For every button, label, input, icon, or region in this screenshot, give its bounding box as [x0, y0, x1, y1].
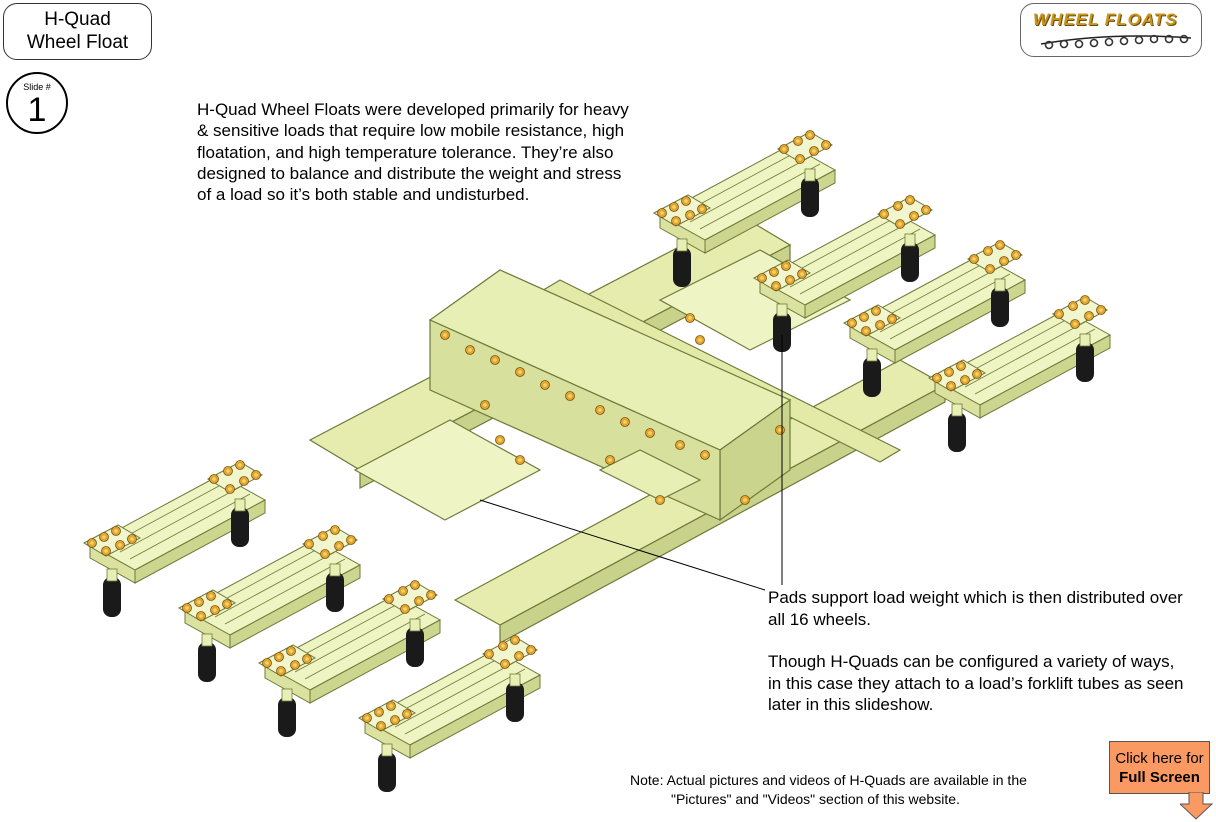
title-line-2: Wheel Float [26, 32, 129, 53]
intro-paragraph: H-Quad Wheel Floats were developed prima… [197, 100, 629, 205]
pads-callout: Pads support load weight which is then d… [768, 587, 1188, 716]
footer-note: Note: Actual pictures and videos of H-Qu… [630, 771, 1110, 809]
full-screen-button[interactable]: Click here for Full Screen [1109, 741, 1210, 794]
slide-number-badge: Slide # 1 [6, 72, 68, 134]
full-screen-line-2: Full Screen [1119, 769, 1200, 786]
full-screen-line-1: Click here for [1115, 750, 1204, 767]
note-line-2: "Pictures" and "Videos" section of this … [671, 791, 960, 807]
logo-text: WHEEL FLOATS [1033, 10, 1178, 29]
logo-wheels-icon [1040, 34, 1192, 50]
callout-paragraph-1: Pads support load weight which is then d… [768, 588, 1183, 629]
callout-paragraph-2: Though H-Quads can be configured a varie… [768, 652, 1184, 714]
slide-number: 1 [27, 91, 47, 129]
slide-number-label: Slide # [23, 82, 51, 92]
slide-title: H-Quad Wheel Float [3, 3, 152, 60]
arrow-down-icon[interactable] [1180, 792, 1214, 820]
wheel-floats-logo: WHEEL FLOATS [1020, 3, 1202, 57]
note-line-1: Note: Actual pictures and videos of H-Qu… [630, 772, 1027, 788]
title-line-1: H-Quad [44, 9, 111, 30]
